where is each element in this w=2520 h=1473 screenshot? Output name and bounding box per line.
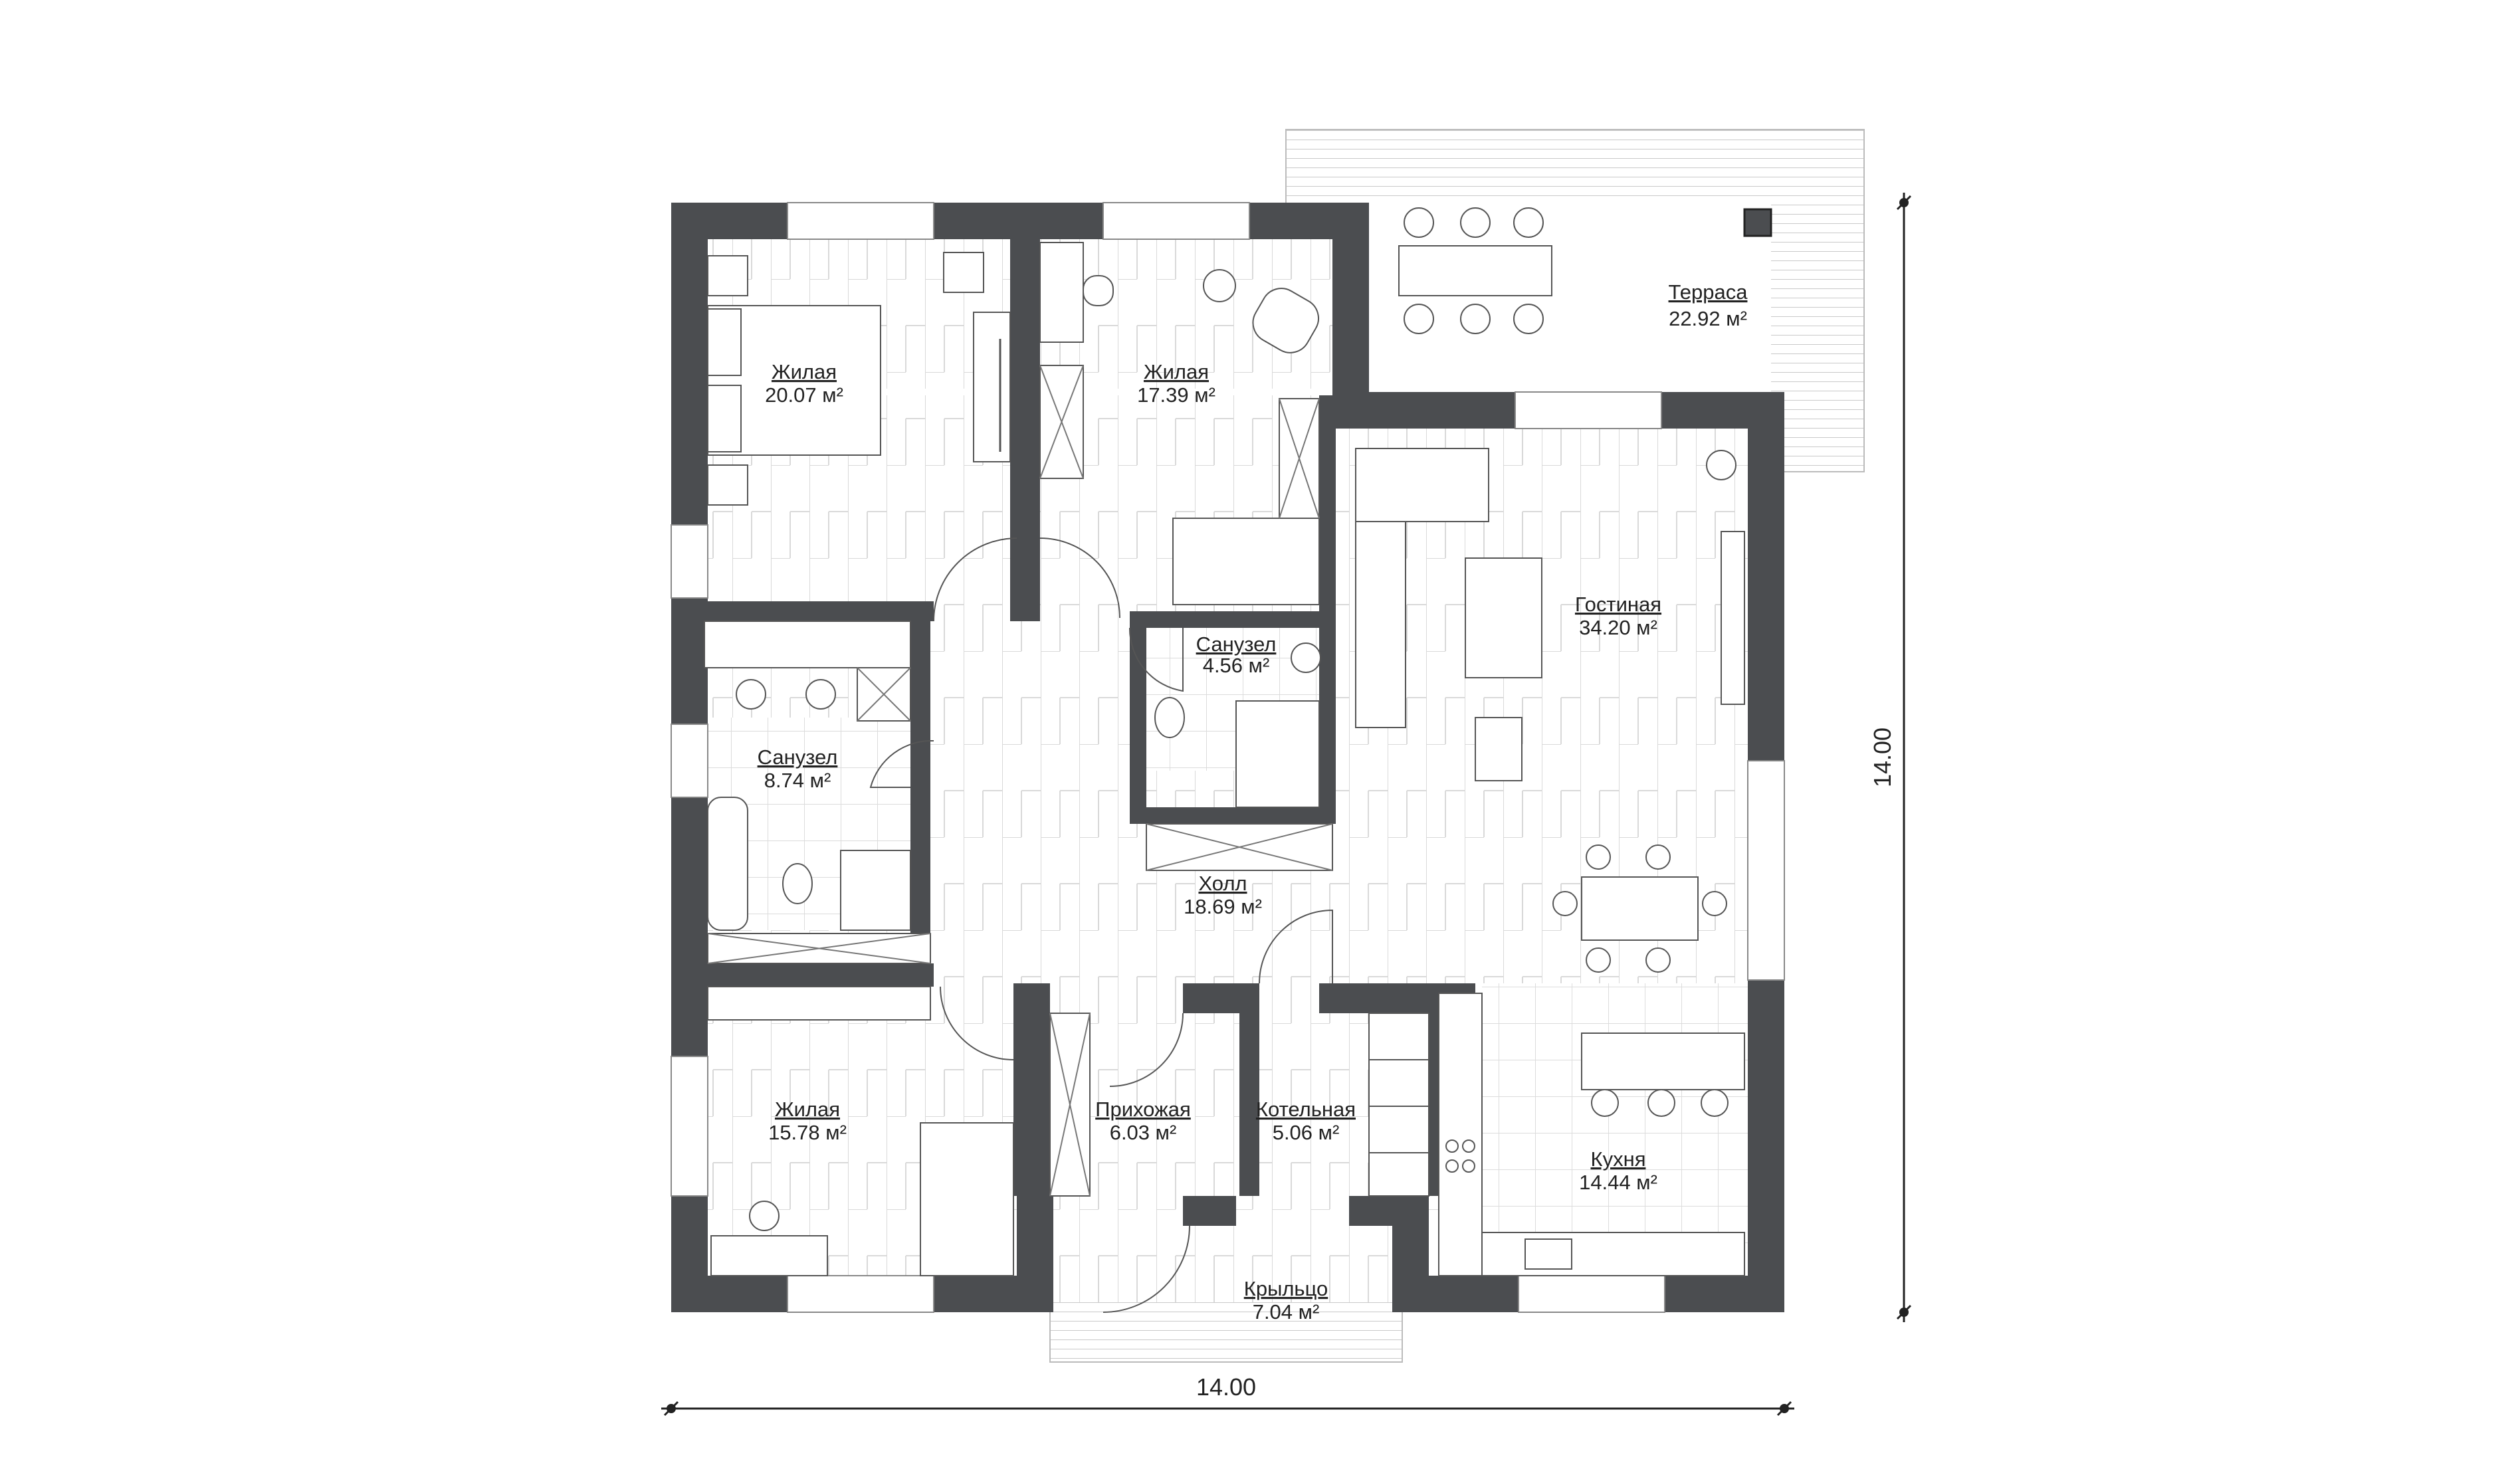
windows: [671, 202, 1785, 1313]
room-label-bedroom3: Жилая 15.78 м²: [768, 1098, 847, 1144]
terrace-table: [1398, 207, 1772, 334]
room-label-bathroom2: Санузел 8.74 м²: [758, 745, 838, 792]
dimension-height: 14.00: [1869, 193, 1912, 1322]
height-label: 14.00: [1869, 728, 1896, 787]
room-area: 15.78 м²: [768, 1121, 847, 1144]
room-label-hall: Холл 18.69 м²: [1184, 872, 1262, 918]
room-area: 8.74 м²: [764, 769, 831, 792]
dimension-width: 14.00: [661, 1373, 1794, 1417]
room-area: 34.20 м²: [1579, 616, 1657, 639]
room-label-terrace: Терраса 22.92 м²: [1669, 280, 1748, 330]
room-name: Гостиная: [1575, 593, 1661, 616]
doors: [869, 538, 1333, 1313]
dining-table: [1552, 844, 1727, 973]
bathroom-small-fixtures: [1146, 642, 1333, 871]
bathroom2-fixtures: [707, 797, 931, 964]
room-area: 20.07 м²: [765, 383, 843, 407]
double-bed: [707, 255, 881, 506]
room-name: Крыльцо: [1244, 1277, 1328, 1300]
room-name: Жилая: [1144, 360, 1209, 383]
room-label-porch: Крыльцо 7.04 м²: [1244, 1277, 1328, 1324]
bedroom2-furniture: [1039, 242, 1320, 605]
room-area: 4.56 м²: [1203, 654, 1270, 677]
room-label-bathroom1: Санузел 4.56 м²: [1196, 633, 1277, 677]
room-name: Прихожая: [1095, 1098, 1191, 1121]
living-furniture: [1355, 448, 1745, 781]
room-label-living: Гостиная 34.20 м²: [1575, 593, 1661, 639]
room-name: Холл: [1198, 872, 1247, 895]
room-area: 17.39 м²: [1137, 383, 1215, 407]
room-name: Кухня: [1591, 1147, 1646, 1171]
room-name: Санузел: [758, 745, 838, 769]
room-label-entrance: Прихожая 6.03 м²: [1095, 1098, 1191, 1144]
bathroom1-fixtures: [704, 621, 911, 722]
room-area: 5.06 м²: [1273, 1121, 1340, 1144]
room-name: Санузел: [1196, 633, 1277, 656]
bedroom3-furniture: [707, 986, 1014, 1276]
room-name: Котельная: [1256, 1098, 1356, 1121]
room-name: Жилая: [775, 1098, 840, 1121]
room-area: 7.04 м²: [1253, 1300, 1320, 1324]
room-label-kitchen: Кухня 14.44 м²: [1579, 1147, 1657, 1194]
room-area: 18.69 м²: [1184, 895, 1262, 918]
width-label: 14.00: [1196, 1373, 1256, 1401]
wardrobe: [943, 252, 1011, 462]
room-area: 6.03 м²: [1110, 1121, 1177, 1144]
kitchen-furniture: [1438, 993, 1745, 1276]
entrance-boiler-furniture: [1049, 1013, 1429, 1197]
room-area: 22.92 м²: [1669, 307, 1747, 330]
room-label-boiler: Котельная 5.06 м²: [1256, 1098, 1356, 1144]
room-label-bedroom2: Жилая 17.39 м²: [1137, 360, 1215, 407]
room-name: Терраса: [1669, 280, 1748, 304]
room-area: 14.44 м²: [1579, 1171, 1657, 1194]
room-name: Жилая: [772, 360, 837, 383]
room-label-bedroom1: Жилая 20.07 м²: [765, 360, 843, 407]
